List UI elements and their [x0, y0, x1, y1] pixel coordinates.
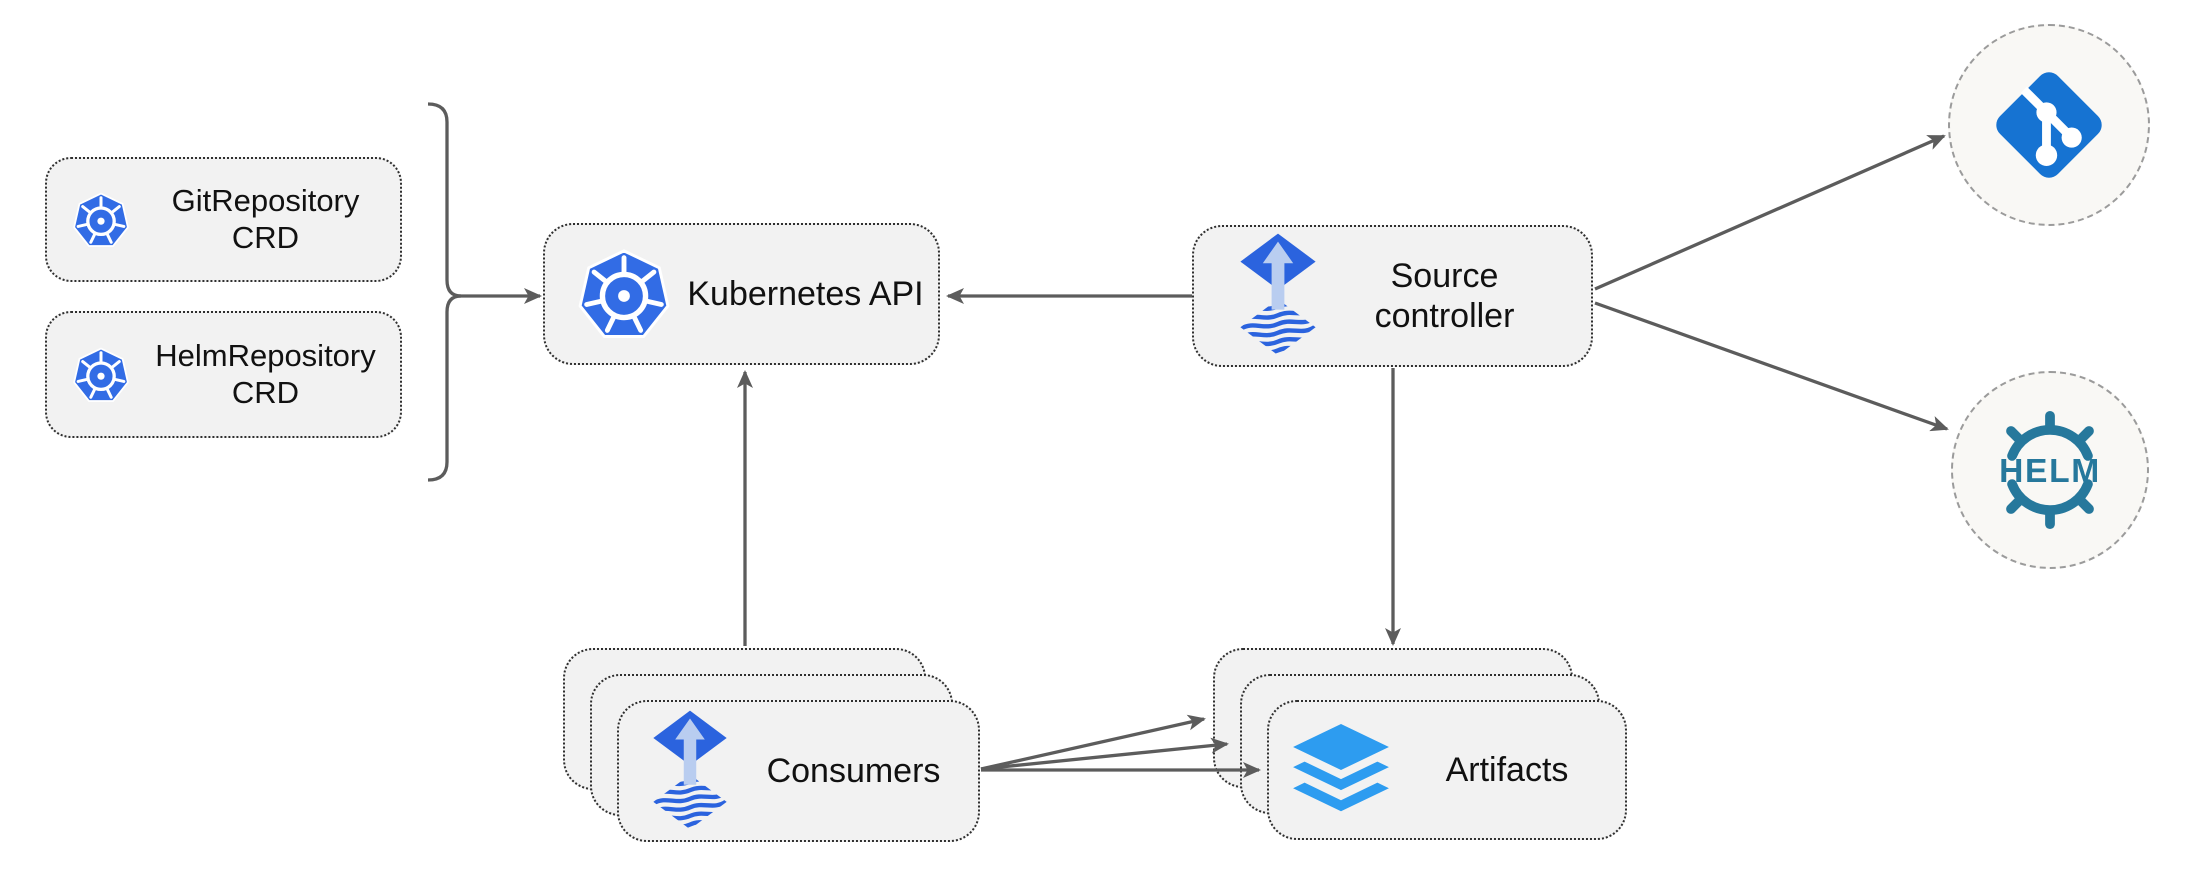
edge-consumers-to-artifacts-1 [980, 714, 1206, 771]
node-label: HelmRepository CRD [155, 337, 376, 410]
kubernetes-icon [71, 190, 131, 250]
node-label: Consumers [766, 751, 941, 790]
node-artifacts: Artifacts [1267, 700, 1627, 840]
crd-merge-brace [427, 102, 462, 482]
node-consumers: Consumers [617, 700, 980, 842]
node-label: GitRepository CRD [171, 182, 360, 255]
node-source-controller: Source controller [1192, 225, 1593, 367]
edge-source-controller-to-git [1594, 134, 1946, 291]
kubernetes-icon [575, 245, 673, 343]
helm-icon: HELM [1985, 405, 2115, 535]
flux-icon [651, 709, 729, 834]
node-git-repository-crd: GitRepository CRD [45, 157, 402, 282]
layers-icon [1293, 724, 1389, 816]
node-git-source [1948, 24, 2150, 226]
node-label: Artifacts [1445, 750, 1569, 789]
helm-logo-text: HELM [1999, 453, 2101, 490]
flux-icon [1238, 232, 1318, 360]
node-helm-source: HELM [1951, 371, 2149, 569]
edge-source-controller-to-helm [1594, 301, 1949, 432]
git-icon [1986, 62, 2112, 188]
node-label: Kubernetes API [687, 274, 924, 313]
node-helm-repository-crd: HelmRepository CRD [45, 311, 402, 438]
kubernetes-icon [71, 345, 131, 405]
edge-consumers-to-artifacts-2 [980, 737, 1229, 771]
node-kubernetes-api: Kubernetes API [543, 223, 940, 365]
node-label: Source controller [1374, 256, 1515, 335]
